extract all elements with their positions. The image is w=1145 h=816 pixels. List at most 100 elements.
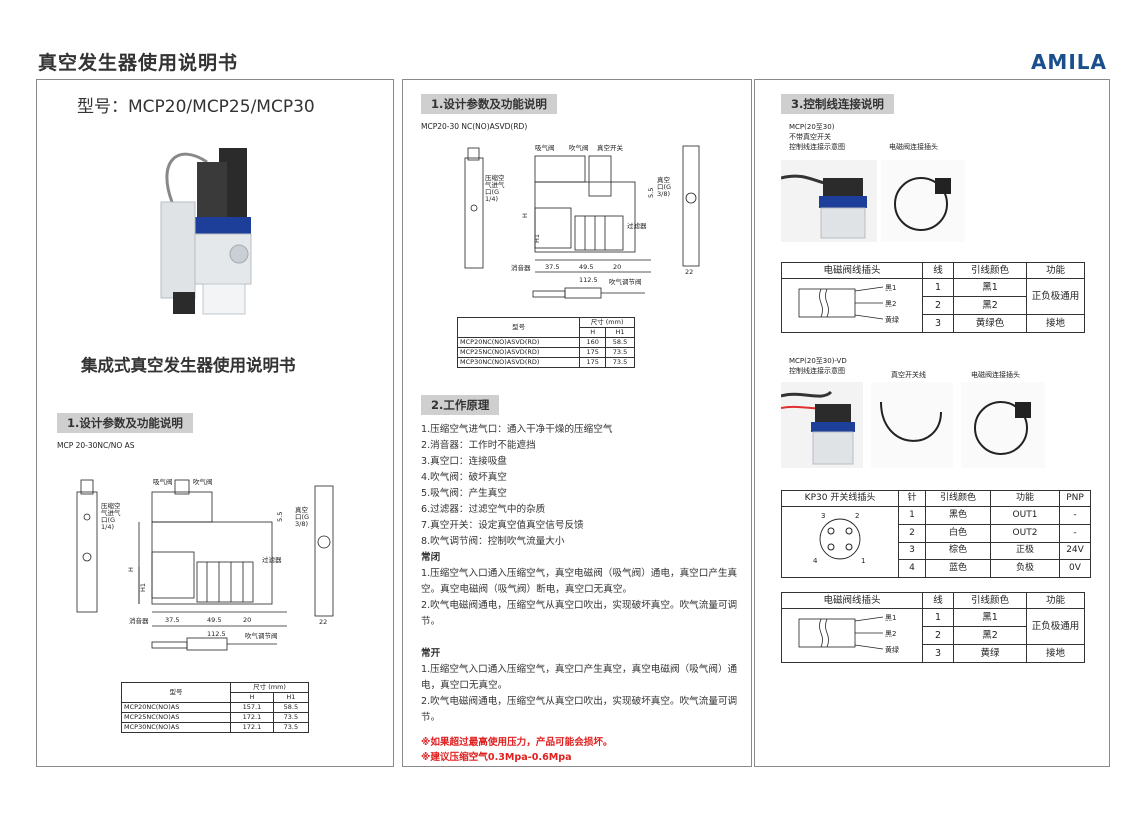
dimension-table: 型号 尺寸 (mm) H H1 MCP20NC(NO)ASVD(RD) 160 … bbox=[456, 317, 635, 368]
table-cell: 黑2 bbox=[953, 626, 1027, 645]
table-cell: MCP25NC(NO)ASVD(RD) bbox=[456, 347, 581, 358]
svg-text:过滤器: 过滤器 bbox=[262, 555, 282, 564]
wire-label: 黄绿 bbox=[885, 645, 899, 654]
table-row: 3 黄绿 接地 bbox=[782, 644, 1085, 663]
product-photo bbox=[781, 382, 863, 468]
table-cell: 73.5 bbox=[272, 712, 310, 723]
table-cell: 157.1 bbox=[230, 702, 274, 713]
table-cell: - bbox=[1059, 506, 1091, 525]
table-cell: 黄绿 bbox=[953, 644, 1027, 663]
svg-text:H: H bbox=[127, 567, 135, 572]
table-cell: 2 bbox=[922, 626, 954, 645]
no-section: 常开 1.压缩空气入口通入压缩空气，真空口产生真空，真空电磁阀（吸气阀）通电，真… bbox=[421, 646, 739, 726]
table-cell: 172.1 bbox=[230, 722, 274, 733]
svg-text:口(G: 口(G bbox=[295, 513, 309, 521]
svg-text:真空开关: 真空开关 bbox=[597, 143, 624, 152]
table-header: 线 bbox=[922, 592, 954, 609]
table-header: 型号 bbox=[120, 682, 232, 703]
table-cell: 172.1 bbox=[230, 712, 274, 723]
table-row: 黑1 黑2 黄绿 1 黑1 正负极通用 bbox=[781, 278, 1085, 333]
section-heading-wiring: 3.控制线连接说明 bbox=[781, 94, 894, 114]
pin-label: 4 bbox=[813, 557, 818, 565]
svg-text:49.5: 49.5 bbox=[579, 263, 593, 271]
dimension-table: 型号 尺寸 (mm) H H1 MCP20NC(NO)AS 157.1 58.5… bbox=[120, 682, 310, 733]
svg-text:20: 20 bbox=[243, 616, 251, 624]
svg-text:5.5: 5.5 bbox=[276, 512, 284, 522]
list-item: 2.消音器：工作时不能遮挡 bbox=[421, 440, 536, 451]
section-heading-principle: 2.工作原理 bbox=[421, 395, 500, 415]
table-cell: 黑1 bbox=[953, 608, 1027, 627]
photo-caption: 真空开关线 bbox=[891, 371, 926, 379]
photo-caption: 电磁阀连接插头 bbox=[971, 371, 1020, 379]
table-cell: 棕色 bbox=[925, 541, 991, 561]
svg-text:吹气调节阀: 吹气调节阀 bbox=[245, 631, 278, 640]
table-cell: 接地 bbox=[1026, 314, 1085, 333]
table-row: MCP25NC(NO)AS 172.1 73.5 bbox=[120, 712, 310, 723]
table-header: PNP bbox=[1059, 490, 1091, 507]
table-header: H bbox=[579, 327, 607, 338]
photo-caption: MCP(20至30)-VD 控制线连接示意图 bbox=[789, 357, 847, 375]
table-row: 2 白色 OUT2 - bbox=[782, 523, 1091, 543]
table-row: MCP20NC(NO)ASVD(RD) 160 58.5 bbox=[456, 337, 635, 348]
table-cell: 73.5 bbox=[272, 722, 310, 733]
connector-photo bbox=[961, 382, 1045, 468]
table-cell: 3 bbox=[922, 644, 954, 663]
table-cell: 4 bbox=[898, 559, 926, 578]
list-item: 1.压缩空气进气口：通入干净干燥的压缩空气 bbox=[421, 424, 613, 435]
table-cell: 0V bbox=[1059, 559, 1091, 578]
table-cell: 3 bbox=[898, 541, 926, 561]
table-cell: 73.5 bbox=[605, 347, 635, 358]
svg-text:真空: 真空 bbox=[657, 175, 671, 184]
table-cell: 3 bbox=[922, 314, 954, 333]
table-row: 3 黄绿色 接地 bbox=[782, 314, 1085, 333]
list-item: 7.真空开关：设定真空值真空信号反馈 bbox=[421, 520, 584, 531]
technical-drawing: 吸气阀 吹气阀 压缩空 气进气 口(G 1/4) 真空 口(G 3/8) 过滤器… bbox=[76, 477, 334, 651]
nc-text: 1.压缩空气入口通入压缩空气，真空电磁阀（吸气阀）通电，真空口产生真空。真空电磁… bbox=[421, 568, 738, 595]
svg-text:3/8): 3/8) bbox=[657, 190, 670, 198]
table-header: 电磁阀线插头 bbox=[781, 592, 923, 609]
list-item: 8.吹气调节阀：控制吹气流量大小 bbox=[421, 536, 565, 547]
table-header: 型号 bbox=[456, 317, 581, 338]
panel-left: 型号：MCP20/MCP25/MCP30 集成式真空发生器使用说明书 1.设计参… bbox=[36, 79, 394, 767]
table-header: 引线颜色 bbox=[953, 592, 1027, 609]
solenoid-wire-table-2: 电磁阀线插头 线 引线颜色 功能 黑1 黑 bbox=[781, 592, 1085, 663]
table-row: 3 棕色 正极 24V bbox=[782, 541, 1091, 561]
svg-text:消音器: 消音器 bbox=[129, 616, 149, 625]
cable-photo bbox=[871, 382, 953, 468]
page-title: 真空发生器使用说明书 bbox=[38, 52, 239, 74]
technical-drawing: 吸气阀 吹气阀 真空开关 压缩空 气进气 口(G 1/4) 真空 口(G 3/8… bbox=[464, 143, 700, 299]
table-cell: 1 bbox=[898, 506, 926, 525]
table-cell: 1 bbox=[922, 608, 954, 627]
svg-text:1/4): 1/4) bbox=[101, 523, 114, 531]
section-heading-design: 1.设计参数及功能说明 bbox=[421, 94, 557, 114]
svg-text:1/4): 1/4) bbox=[485, 195, 498, 203]
table-cell: MCP20NC(NO)AS bbox=[120, 702, 232, 713]
photo-caption: 电磁阀连接插头 bbox=[889, 143, 938, 151]
svg-text:压缩空: 压缩空 bbox=[485, 173, 505, 182]
list-item: 4.吹气阀：破坏真空 bbox=[421, 472, 507, 483]
table-header: 线 bbox=[922, 262, 954, 279]
diagram-caption: MCP 20-30NC/NO AS bbox=[57, 441, 135, 450]
svg-text:22: 22 bbox=[685, 268, 693, 276]
table-header: KP30 开关线插头 bbox=[781, 490, 899, 507]
warning-text: ※建议压缩空气0.3Mpa-0.6Mpa bbox=[421, 752, 572, 763]
wire-diagram-cell: 黑1 黑2 黄绿 bbox=[781, 278, 923, 333]
svg-text:22: 22 bbox=[319, 618, 327, 626]
brand-logo: AMILA bbox=[1030, 50, 1107, 74]
svg-text:口(G: 口(G bbox=[101, 516, 115, 524]
table-cell: MCP30NC(NO)ASVD(RD) bbox=[456, 357, 581, 368]
svg-text:消音器: 消音器 bbox=[511, 263, 531, 272]
svg-text:真空: 真空 bbox=[295, 505, 309, 514]
wire-label: 黑2 bbox=[885, 300, 896, 308]
table-header: 引线颜色 bbox=[925, 490, 991, 507]
svg-text:H: H bbox=[521, 213, 529, 218]
svg-text:吹气调节阀: 吹气调节阀 bbox=[609, 277, 642, 286]
table-header: 针 bbox=[898, 490, 926, 507]
table-cell: 正极 bbox=[990, 541, 1060, 561]
table-row: MCP20NC(NO)AS 157.1 58.5 bbox=[120, 702, 310, 713]
svg-text:37.5: 37.5 bbox=[545, 263, 559, 271]
table-cell: MCP25NC(NO)AS bbox=[120, 712, 232, 723]
svg-text:吹气阀: 吹气阀 bbox=[193, 477, 213, 486]
no-heading: 常开 bbox=[421, 648, 441, 659]
list-item: 3.真空口：连接吸盘 bbox=[421, 456, 507, 467]
